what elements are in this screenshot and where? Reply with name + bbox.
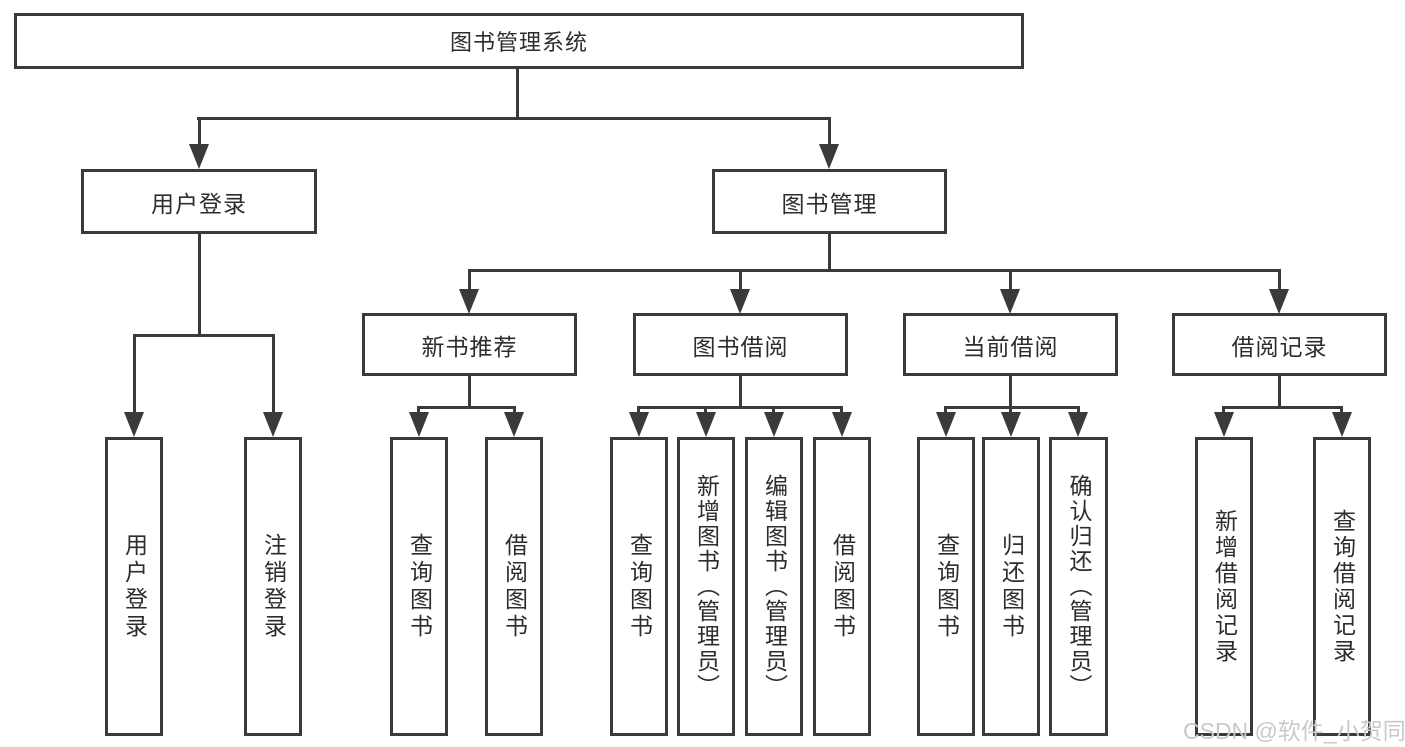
arrowhead-down-icon	[730, 289, 750, 314]
connector-line	[840, 406, 843, 415]
connector-line	[468, 269, 471, 291]
arrowhead-down-icon	[1269, 289, 1289, 314]
connector-line	[417, 406, 420, 415]
leaf-borrow-book-2: 借阅图书	[813, 437, 871, 736]
arrowhead-down-icon	[629, 412, 649, 437]
node-user-login: 用户登录	[81, 169, 317, 234]
leaf-return-book: 归还图书	[982, 437, 1040, 736]
node-new-book-recommend: 新书推荐	[362, 313, 577, 376]
connector-line	[772, 406, 775, 415]
node-current-borrow: 当前借阅	[903, 313, 1118, 376]
leaf-borrow-book-1: 借阅图书	[485, 437, 543, 736]
connector-line	[1009, 374, 1012, 409]
leaf-query-book-1: 查询图书	[390, 437, 448, 736]
node-book-borrow: 图书借阅	[633, 313, 848, 376]
leaf-query-book-2: 查询图书	[610, 437, 668, 736]
arrowhead-down-icon	[832, 412, 852, 437]
node-borrow-records: 借阅记录	[1172, 313, 1387, 376]
arrowhead-down-icon	[696, 412, 716, 437]
connector-line	[704, 406, 707, 415]
arrowhead-down-icon	[459, 289, 479, 314]
arrowhead-down-icon	[124, 412, 144, 437]
arrowhead-down-icon	[1214, 412, 1234, 437]
connector-line	[133, 334, 136, 414]
leaf-logout: 注销登录	[244, 437, 302, 736]
arrowhead-down-icon	[1068, 412, 1088, 437]
connector-line	[1222, 406, 1343, 409]
arrowhead-down-icon	[819, 144, 839, 169]
connector-line	[1009, 269, 1012, 291]
connector-line	[828, 233, 831, 272]
node-book-management: 图书管理	[712, 169, 947, 234]
connector-line	[468, 269, 1281, 272]
arrowhead-down-icon	[504, 412, 524, 437]
arrowhead-down-icon	[1332, 412, 1352, 437]
connector-line	[1278, 374, 1281, 409]
connector-line	[198, 117, 201, 145]
leaf-query-book-3: 查询图书	[917, 437, 975, 736]
arrowhead-down-icon	[764, 412, 784, 437]
connector-line	[944, 406, 1080, 409]
arrowhead-down-icon	[1000, 289, 1020, 314]
leaf-add-book-admin: 新增图书（管理员）	[677, 437, 735, 736]
connector-line	[637, 406, 843, 409]
connector-line	[944, 406, 947, 415]
arrowhead-down-icon	[189, 144, 209, 169]
arrowhead-down-icon	[936, 412, 956, 437]
leaf-add-borrow-record: 新增借阅记录	[1195, 437, 1253, 736]
arrowhead-down-icon	[1001, 412, 1021, 437]
connector-line	[637, 406, 640, 415]
connector-line	[1077, 406, 1080, 415]
arrowhead-down-icon	[409, 412, 429, 437]
csdn-watermark: CSDN @软件_小贺同学	[1183, 718, 1405, 744]
connector-line	[516, 69, 519, 120]
connector-line	[468, 374, 471, 409]
leaf-query-borrow-record: 查询借阅记录	[1313, 437, 1371, 736]
leaf-user-login: 用户登录	[105, 437, 163, 736]
connector-line	[739, 374, 742, 409]
connector-line	[197, 117, 831, 120]
connector-line	[1222, 406, 1225, 415]
connector-line	[739, 269, 742, 291]
node-root: 图书管理系统	[14, 13, 1024, 69]
connector-line	[198, 232, 201, 337]
leaf-confirm-return-admin: 确认归还（管理员）	[1049, 437, 1108, 736]
connector-line	[513, 406, 516, 415]
connector-line	[417, 406, 516, 409]
connector-line	[1009, 406, 1012, 415]
leaf-edit-book-admin: 编辑图书（管理员）	[745, 437, 803, 736]
connector-line	[133, 334, 275, 337]
connector-line	[1278, 269, 1281, 291]
connector-line	[1340, 406, 1343, 415]
connector-line	[272, 334, 275, 414]
connector-line	[828, 117, 831, 145]
arrowhead-down-icon	[263, 412, 283, 437]
